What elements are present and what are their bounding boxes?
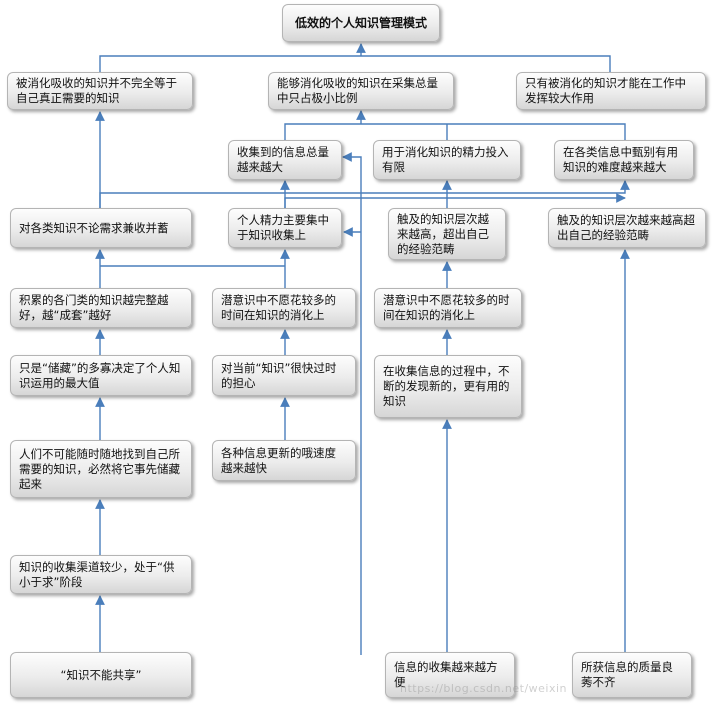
node-few-channels: 知识的收集渠道较少，处于“供小于求”阶段 (10, 555, 192, 594)
node-energy-on-collection: 个人精力主要集中于知识收集上 (228, 208, 342, 248)
node-text: 能够消化吸收的知识在采集总量中只占极小比例 (277, 76, 438, 105)
node-text: 触及的知识层次越来越高，超出自己的经验范畴 (397, 211, 489, 256)
node-text: 收集到的信息总量越来越大 (237, 145, 329, 174)
node-quality-uneven: 所获信息的质量良莠不齐 (572, 652, 692, 698)
node-digested-not-needed: 被消化吸收的知识并不完全等于自己真正需要的知识 (7, 72, 193, 110)
node-text: “知识不能共享” (60, 667, 142, 682)
node-knowledge-level-beyond-experience-2: 触及的知识层次越来越高超出自己的经验范畴 (548, 208, 706, 248)
node-collect-all-knowledge: 对各类知识不论需求兼收并蓄 (10, 208, 192, 248)
diagram-title-text: 低效的个人知识管理模式 (294, 15, 427, 30)
node-info-update-faster: 各种信息更新的哦速度越来越快 (212, 440, 356, 481)
node-text: 被消化吸收的知识并不完全等于自己真正需要的知识 (16, 76, 177, 105)
node-text: 人们不可能随时随地找到自己所需要的知识，必然将它事先储藏起来 (19, 446, 180, 491)
edge-c2-to-b2 (284, 180, 452, 208)
node-text: 积累的各门类的知识越完整越好，越“成套”越好 (19, 293, 169, 322)
node-text: 只是“储藏”的多寡决定了个人知识运用的最大值 (19, 360, 181, 390)
node-store-in-advance: 人们不可能随时随地找到自己所需要的知识，必然将它事先储藏起来 (10, 440, 192, 498)
node-text: 所获信息的质量良莠不齐 (581, 660, 673, 689)
edge-c3-to-b3 (446, 193, 626, 208)
node-identify-useful-harder: 在各类信息中甄别有用知识的难度越来越大 (554, 140, 694, 180)
node-discover-new-knowledge: 在收集信息的过程中，不断的发现新的，更有用的知识 (374, 355, 522, 418)
node-text: 用于消化知识的精力投入有限 (382, 145, 509, 174)
node-knowledge-level-beyond-experience-1: 触及的知识层次越来越高，超出自己的经验范畴 (388, 208, 506, 260)
node-text: 各种信息更新的哦速度越来越快 (221, 445, 336, 475)
edge-h2-to-b1 (342, 152, 362, 655)
node-text: 潜意识中不愿花较多的时间在知识的消化上 (221, 293, 336, 322)
node-text: 在收集信息的过程中，不断的发现新的，更有用的知识 (383, 364, 510, 408)
edge-a-to-title (99, 44, 611, 72)
node-storage-determines-max: 只是“储藏”的多寡决定了个人知识运用的最大值 (10, 355, 192, 396)
node-collection-easier: 信息的收集越来越方便 (385, 652, 515, 698)
node-text: 对当前“知识”很快过时的担心 (221, 360, 337, 390)
node-text: 知识的收集渠道较少，处于“供小于求”阶段 (19, 559, 175, 589)
node-text: 潜意识中不愿花较多的时间在知识的消化上 (383, 293, 510, 322)
edge-c1-to-b3 (99, 180, 630, 208)
node-text: 触及的知识层次越来越高超出自己的经验范畴 (557, 213, 695, 242)
node-unwilling-to-digest-1: 潜意识中不愿花较多的时间在知识的消化上 (212, 288, 356, 328)
node-small-proportion-digested: 能够消化吸收的知识在采集总量中只占极小比例 (268, 72, 454, 110)
node-limited-digest-energy: 用于消化知识的精力投入有限 (373, 140, 521, 180)
node-collected-volume-growing: 收集到的信息总量越来越大 (228, 140, 342, 180)
node-knowledge-not-shared: “知识不能共享” (10, 652, 192, 698)
node-text: 在各类信息中甄别有用知识的难度越来越大 (563, 145, 678, 174)
node-fear-of-obsolescence: 对当前“知识”很快过时的担心 (212, 355, 356, 396)
node-text: 只有被消化的知识才能在工作中发挥较大作用 (525, 76, 686, 105)
node-more-complete-better: 积累的各门类的知识越完整越好，越“成套”越好 (10, 288, 192, 328)
node-text: 对各类知识不论需求兼收并蓄 (19, 220, 169, 235)
node-text: 个人精力主要集中于知识收集上 (237, 213, 329, 242)
node-digested-useful-in-work: 只有被消化的知识才能在工作中发挥较大作用 (516, 72, 706, 110)
node-text: 信息的收集越来越方便 (394, 660, 498, 689)
diagram-title: 低效的个人知识管理模式 (282, 4, 440, 42)
node-unwilling-to-digest-2: 潜意识中不愿花较多的时间在知识的消化上 (374, 288, 522, 328)
edge-b-to-a2 (284, 111, 626, 140)
